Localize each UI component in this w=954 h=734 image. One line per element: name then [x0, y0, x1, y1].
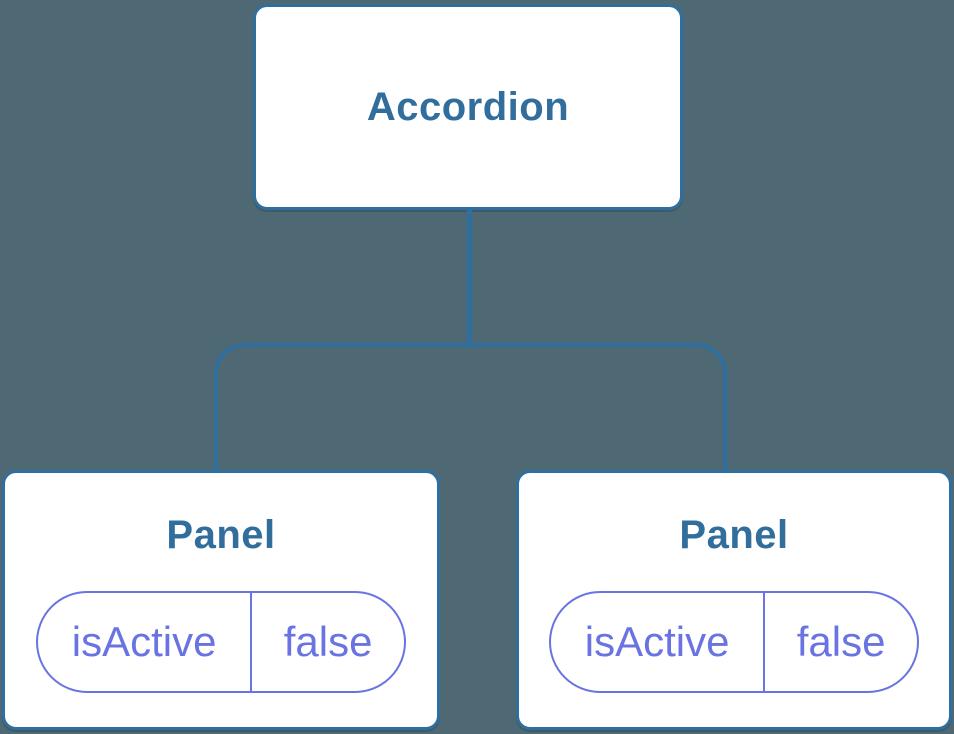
- panel-node-right: Panel isActive false: [516, 470, 952, 730]
- panel-left-label: Panel: [166, 513, 276, 557]
- accordion-node: Accordion: [253, 4, 683, 210]
- state-pill-left: isActive false: [36, 591, 406, 693]
- panel-right-label: Panel: [679, 513, 789, 557]
- panel-node-left: Panel isActive false: [2, 470, 440, 730]
- connector-bracket: [214, 343, 727, 470]
- state-key-right: isActive: [584, 618, 730, 665]
- state-pill-right: isActive false: [549, 591, 919, 693]
- connector-stem: [467, 208, 472, 347]
- state-value-left: false: [250, 593, 404, 691]
- accordion-label: Accordion: [366, 84, 570, 129]
- state-value-right: false: [763, 593, 917, 691]
- state-key-left: isActive: [71, 618, 217, 665]
